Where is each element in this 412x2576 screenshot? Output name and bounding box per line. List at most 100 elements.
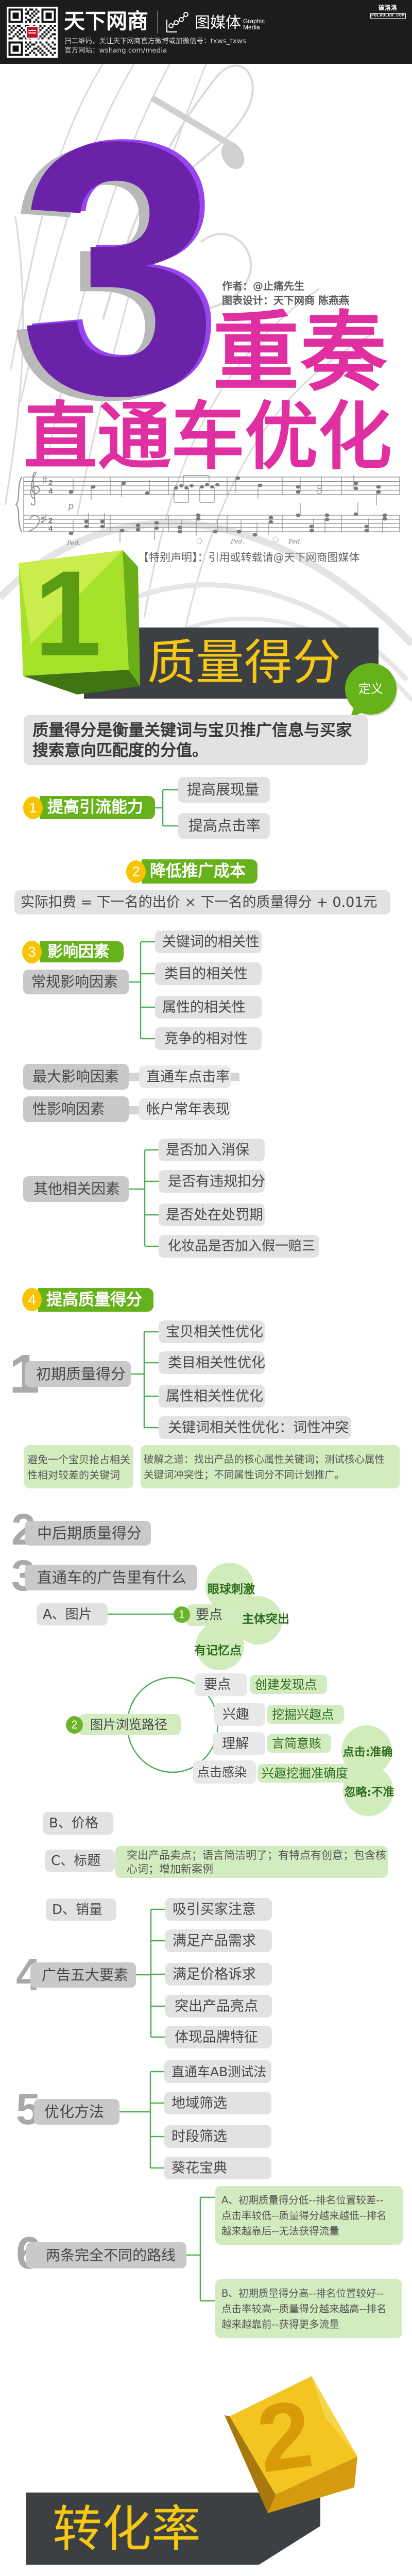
- regular-factor-item: 属性的相关性: [155, 996, 262, 1019]
- note-line: 避免一个宝贝抢占相关: [27, 1453, 130, 1466]
- click-outcome-circles: [341, 1725, 393, 1816]
- ad-title-detail: 突出产品卖点；语言简洁明了；有特点有创意；包含核 心词；增加新案例: [115, 1846, 388, 1878]
- svg-text:4: 4: [48, 487, 53, 496]
- sub-number-badge: 1: [174, 1606, 190, 1623]
- regular-factor-item: 类目的相关性: [155, 962, 262, 985]
- svg-text:点击:准确: 点击:准确: [343, 1745, 393, 1759]
- svg-text:2: 2: [48, 479, 53, 487]
- detail-line: 心词；增加新案例: [127, 1863, 213, 1875]
- initial-score-item: 类目相关性优化: [159, 1351, 265, 1374]
- click-outcome-labels: 点击:准确 忽略:不准: [343, 1745, 394, 1799]
- note-line: 关键词冲突性；不同属性词分不同计划推广。: [144, 1469, 345, 1481]
- initial-score-item: 关键词相关性优化：词性冲突: [159, 1416, 351, 1439]
- image-key-petal-labels: 眼球刺激 主体突出 有记忆点: [194, 1582, 289, 1657]
- image-key-points: 要点: [186, 1604, 238, 1626]
- media-name: 图媒体: [195, 14, 241, 32]
- svg-text:有记忆点: 有记忆点: [194, 1643, 242, 1657]
- s1-title: 质量得分: [147, 635, 341, 691]
- point-number-badge: 3: [22, 941, 42, 963]
- svg-text:3: 3: [19, 67, 219, 470]
- music-score: [15, 471, 400, 544]
- ad-element-item: 吸引买家注意: [165, 1898, 272, 1921]
- route-a-box: A、初期质量得分低--排名位置较差-- 点击率较低--质量得分越来越低--排名 …: [215, 2186, 403, 2245]
- ad-element-item: 突出产品亮点: [165, 1995, 272, 2018]
- hero-title-line2: 直通车优化: [24, 394, 392, 480]
- media-en-line2: Media: [243, 24, 260, 31]
- ad-price-label: B、价格: [43, 1812, 113, 1835]
- initial-score-item: 属性相关性优化: [159, 1385, 265, 1408]
- route-b-box: B、初期质量得分高--排名位置较好-- 点击率较高--质量得分越来越高--排名 …: [215, 2279, 402, 2338]
- music-score-pedal-marks: p Ped. Ped. Ped.: [66, 501, 302, 547]
- svg-text:3: 3: [24, 65, 224, 468]
- svg-text:Ped.: Ped.: [230, 538, 244, 545]
- ad-element-item: 体现品牌特征: [165, 2026, 272, 2048]
- svg-text:p: p: [68, 501, 74, 512]
- initial-score-item: 宝贝相关性优化: [159, 1320, 265, 1343]
- biggest-factor-item: 直通车点击率: [139, 1065, 231, 1088]
- other-factor-item: 是否加入消保: [159, 1139, 265, 1161]
- svg-text:忽略:不准: 忽略:不准: [345, 1786, 394, 1799]
- optimize-method-item: 葵花宝典: [164, 2157, 271, 2179]
- ad-sales-label: D、销量: [46, 1899, 116, 1921]
- s1-title-bar: [84, 628, 379, 699]
- follow-info: 扫二维码，关注天下网商官方微博或加微信号：txws_txws: [64, 37, 246, 45]
- website-info: 官方网站：wshang.com/media: [64, 46, 167, 55]
- route-line: B、初期质量得分高--排名位置较好--: [221, 2287, 384, 2299]
- s1-badge-bubble: [345, 663, 398, 718]
- ad-content-label: 直通车的广告里有什么: [25, 1565, 197, 1590]
- optimize-methods-label: 优化方法: [34, 2099, 119, 2125]
- personal-factor-label: 性影响因素: [23, 1096, 129, 1122]
- image-key-petals: [196, 1563, 282, 1670]
- graph-nodes-icon: [166, 11, 190, 33]
- path-stage: 要点: [195, 1673, 247, 1696]
- optimize-method-item: 时段筛选: [164, 2125, 271, 2148]
- point-number-badge: 1: [23, 796, 43, 819]
- svg-text:主体突出: 主体突出: [242, 1612, 289, 1626]
- other-factors-label: 其他相关因素: [23, 1176, 129, 1202]
- definition-line: 搜索意向匹配度的分值。: [32, 741, 208, 760]
- svg-text:眼球刺激: 眼球刺激: [208, 1582, 255, 1596]
- optimize-method-item: 直通车AB测试法: [164, 2060, 271, 2083]
- media-name-en: Graphic Media: [243, 18, 265, 30]
- traffic-item: 提高点击率: [178, 813, 270, 839]
- eighth-note-head-decor: [221, 142, 245, 170]
- biggest-factor-label: 最大影响因素: [23, 1064, 129, 1090]
- definition-line: 质量得分是衡量关键词与宝贝推广信息与买家: [32, 721, 352, 740]
- detail-line: 突出产品卖点；语言简洁明了；有特点有创意；包含核: [127, 1849, 386, 1861]
- music-score-marks: 2 4 2 4: [48, 479, 53, 533]
- regular-factor-item: 竞争的相对性: [155, 1027, 262, 1050]
- ad-image-label: A、图片: [37, 1603, 108, 1625]
- s2-title: 转化率: [53, 2500, 201, 2558]
- eighth-note-beam-decor: [150, 95, 236, 150]
- s2-title-bar: [26, 2493, 320, 2565]
- path-action: 创建发现点: [250, 1675, 327, 1694]
- s1-number-cube: 1: [19, 546, 140, 694]
- path-stage: 点击感染: [193, 1760, 256, 1784]
- svg-text:1: 1: [34, 546, 101, 682]
- route-line: 点击率较高--质量得分越来越高--排名: [221, 2303, 387, 2315]
- media-en-line1: Graphic: [243, 18, 265, 25]
- svg-text:3: 3: [8, 71, 209, 474]
- path-action: 兴趣挖掘准确度: [258, 1764, 353, 1783]
- path-action: 言简意赅: [267, 1734, 331, 1753]
- image-browse-path: 图片浏览路径: [79, 1714, 181, 1735]
- designer-credit: 图表设计：天下网商 陈燕燕: [222, 294, 349, 307]
- traffic-item: 提高展现量: [178, 777, 270, 803]
- point-number-badge: 2: [126, 860, 146, 883]
- path-stage: 理解: [213, 1732, 265, 1755]
- initial-score-note-right: 破解之道：找出产品的核心属性关键词；测试核心属性 关键词冲突性；不同属性词分不同…: [141, 1445, 400, 1488]
- regular-factors-label: 常规影响因素: [23, 970, 129, 994]
- regular-factor-item: 关键词的相关性: [155, 930, 262, 953]
- point-improve-score: 提高质量得分: [38, 1288, 153, 1312]
- ad-elements-label: 广告五大要素: [30, 1962, 136, 1988]
- corner-logo-cn: 破洛洛: [379, 4, 398, 11]
- two-routes-label: 两条完全不同的路线: [26, 2242, 186, 2268]
- note-line: 破解之道：找出产品的核心属性关键词；测试核心属性: [144, 1453, 385, 1465]
- initial-score-note-left: 避免一个宝贝抢占相关 性相对较差的关键词: [24, 1445, 133, 1488]
- route-line: 越来越靠后--无法获得流量: [221, 2225, 339, 2237]
- path-stage: 兴趣: [214, 1703, 265, 1726]
- ad-element-item: 满足产品需求: [165, 1929, 272, 1952]
- qr-code: [7, 7, 58, 58]
- svg-text:Ped.: Ped.: [66, 539, 80, 547]
